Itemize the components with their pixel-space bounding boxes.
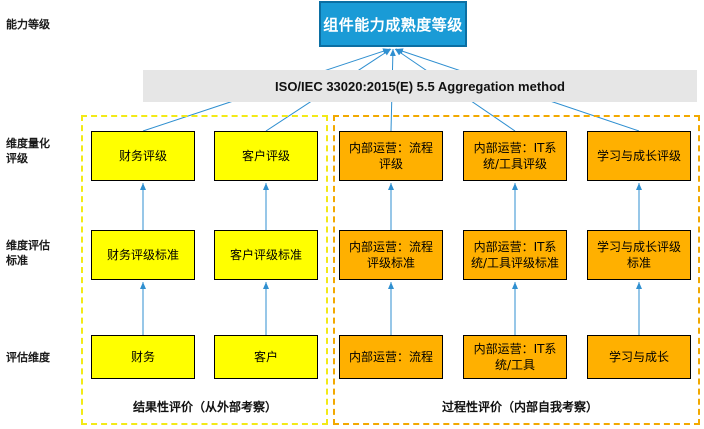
standard-box-it-system: 内部运营：IT系统/工具评级标准 <box>463 230 567 280</box>
rating-box-customer: 客户评级 <box>214 131 318 181</box>
iso-aggregation-band: ISO/IEC 33020:2015(E) 5.5 Aggregation me… <box>143 70 697 102</box>
standard-box-customer: 客户评级标准 <box>214 230 318 280</box>
rating-box-finance: 财务评级 <box>91 131 195 181</box>
dimension-box-process: 内部运营：流程 <box>339 335 443 379</box>
rating-box-process: 内部运营：流程评级 <box>339 131 443 181</box>
standard-box-process: 内部运营：流程评级标准 <box>339 230 443 280</box>
dimension-box-it-system: 内部运营：IT系统/工具 <box>463 335 567 379</box>
process-evaluation-group <box>333 115 700 425</box>
dimension-box-customer: 客户 <box>214 335 318 379</box>
dimension-box-learning: 学习与成长 <box>587 335 691 379</box>
standard-box-finance: 财务评级标准 <box>91 230 195 280</box>
maturity-level-box: 组件能力成熟度等级 <box>319 1 467 47</box>
row-label-std: 维度评估标准 <box>6 239 50 267</box>
row-label-level: 能力等级 <box>6 18 50 31</box>
standard-box-learning: 学习与成长评级标准 <box>587 230 691 280</box>
result-evaluation-caption: 结果性评价（从外部考察） <box>132 400 277 414</box>
process-evaluation-caption: 过程性评价（内部自我考察） <box>441 400 598 414</box>
rating-box-learning: 学习与成长评级 <box>587 131 691 181</box>
row-label-quant: 维度量化评级 <box>6 137 50 165</box>
rating-box-it-system: 内部运营：IT系统/工具评级 <box>463 131 567 181</box>
result-evaluation-group <box>81 115 328 425</box>
dimension-box-finance: 财务 <box>91 335 195 379</box>
row-label-dim: 评估维度 <box>6 351 50 364</box>
